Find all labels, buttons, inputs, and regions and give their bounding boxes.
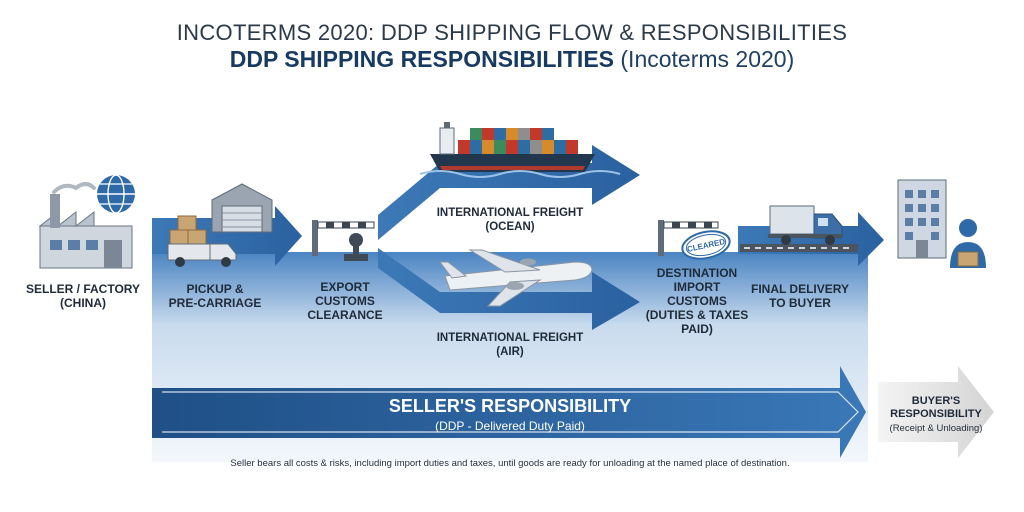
factory-icon (38, 182, 133, 269)
building-icon (897, 179, 947, 259)
step-ocean-label: INTERNATIONAL FREIGHT (OCEAN) (436, 207, 584, 233)
buyer-responsibility-title: BUYER'S RESPONSIBILITY (890, 395, 982, 420)
seller-responsibility-subtitle: (DDP - Delivered Duty Paid) (435, 419, 585, 433)
page-title: INCOTERMS 2020: DDP SHIPPING FLOW & RESP… (176, 20, 848, 45)
stamp-icon (344, 233, 368, 261)
step-export-label: EXPORT CUSTOMS CLEARANCE (307, 280, 383, 322)
boxes-icon (169, 215, 207, 245)
buyer-person-icon (950, 219, 986, 268)
airplane-icon (439, 249, 593, 307)
step-destination-label: DESTINATION IMPORT CUSTOMS (DUTIES & TAX… (645, 266, 749, 336)
delivery-truck-icon (768, 205, 843, 245)
seller-responsibility-arrow (152, 366, 866, 458)
destination-barrier-icon (658, 220, 719, 256)
seller-responsibility-title: SELLER'S RESPONSIBILITY (388, 396, 632, 416)
warehouse-icon (211, 183, 273, 233)
pickup-truck-icon (167, 243, 237, 267)
buyer-responsibility-subtitle: (Receipt & Unloading) (889, 423, 983, 434)
buyer-responsibility-arrow (878, 366, 994, 458)
cleared-stamp-icon: CLEARED (681, 230, 731, 260)
subtitle-rest: (Incoterms 2020) (614, 46, 795, 72)
container-ship-icon (419, 122, 621, 178)
step-pickup-label: PICKUP & PRE-CARRIAGE (168, 282, 262, 310)
footnote: Seller bears all costs & risks, includin… (230, 458, 790, 469)
page-subtitle: DDP SHIPPING RESPONSIBILITIES (Incoterms… (0, 46, 1024, 73)
subtitle-bold: DDP SHIPPING RESPONSIBILITIES (229, 46, 614, 72)
step-air-label: INTERNATIONAL FREIGHT (AIR) (436, 332, 584, 358)
final-arrow (738, 212, 884, 266)
barrier-gate-icon (312, 220, 375, 256)
step-seller-label: SELLER / FACTORY (CHINA) (25, 282, 140, 310)
step-final-label: FINAL DELIVERY TO BUYER (750, 282, 849, 310)
air-arrow (378, 248, 640, 330)
globe-icon (97, 174, 135, 214)
